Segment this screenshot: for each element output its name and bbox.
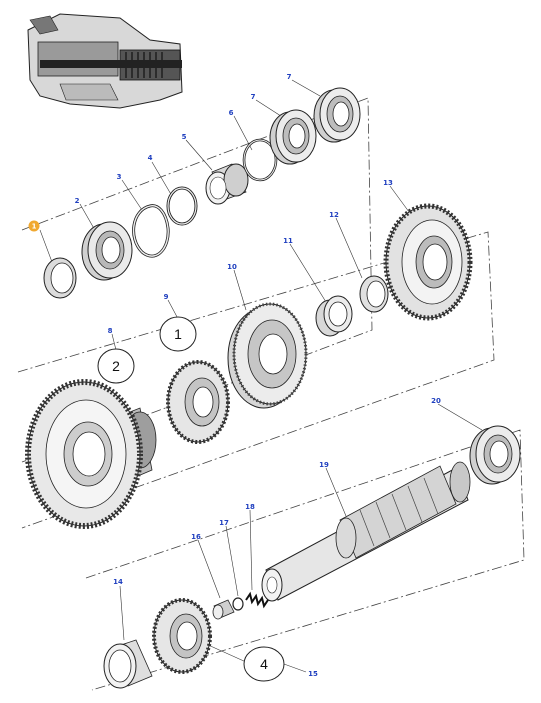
part-main-shaft-19: [261, 461, 471, 602]
part-gear-8: [25, 379, 157, 529]
callout-8[interactable]: 8: [108, 327, 113, 335]
part-bearing-2: [81, 221, 133, 281]
callout-7b[interactable]: 7: [287, 73, 292, 81]
part-sleeve-5: [205, 163, 249, 205]
callout-7a[interactable]: 7: [251, 93, 256, 101]
callout-17[interactable]: 17: [219, 519, 229, 527]
callout-18[interactable]: 18: [245, 503, 255, 511]
part-snap-ring-3: [132, 204, 170, 258]
leader-lines: [39, 79, 483, 673]
part-spring-18: [245, 591, 269, 609]
callout-5[interactable]: 5: [182, 133, 187, 141]
callout-15[interactable]: 15: [308, 670, 318, 678]
group-label-4-text: 4: [260, 656, 268, 672]
part-gear-13: [383, 203, 473, 321]
callout-2[interactable]: 2: [75, 197, 80, 205]
group-label-4: 4: [243, 646, 285, 682]
transmission-cutaway-icon: [25, 12, 185, 112]
part-plug-16: [212, 599, 235, 620]
part-ring-12: [359, 275, 389, 313]
part-gear-15: [152, 598, 212, 674]
part-ring-4: [166, 186, 198, 226]
group-boundary-lines: [17, 97, 525, 691]
part-ball-17: [232, 597, 244, 611]
part-bearing-20: [469, 425, 521, 485]
group-label-1-text: 1: [174, 326, 182, 342]
callout-19[interactable]: 19: [319, 461, 329, 469]
part-ring-1: [43, 257, 77, 299]
part-needle-bearing-11: [315, 295, 353, 337]
part-synchronizer-10: [227, 302, 308, 409]
callout-1[interactable]: 1: [32, 223, 37, 231]
callout-10[interactable]: 10: [227, 263, 237, 271]
group-label-2: 2: [97, 348, 135, 384]
part-o-ring-6: [242, 138, 278, 182]
part-gear-9: [166, 360, 230, 444]
callout-9[interactable]: 9: [164, 293, 169, 301]
callout-3[interactable]: 3: [117, 173, 122, 181]
callouts: 1 2 3 4 5 6 7 7 8 9 10 11 12 13 14 15 16…: [32, 73, 441, 678]
callout-11[interactable]: 11: [283, 237, 293, 245]
part-bearing-7b: [313, 87, 361, 143]
callout-4[interactable]: 4: [148, 154, 153, 162]
callout-1-highlight: [28, 220, 40, 232]
group-label-1: 1: [159, 316, 197, 352]
callout-13[interactable]: 13: [383, 179, 393, 187]
part-bearing-7a: [269, 109, 317, 165]
callout-6[interactable]: 6: [229, 109, 234, 117]
callout-14[interactable]: 14: [113, 578, 123, 586]
callout-12[interactable]: 12: [329, 211, 339, 219]
callout-16[interactable]: 16: [191, 533, 201, 541]
group-label-2-text: 2: [112, 358, 120, 374]
part-bushing-14: [103, 639, 153, 689]
callout-20[interactable]: 20: [431, 397, 441, 405]
